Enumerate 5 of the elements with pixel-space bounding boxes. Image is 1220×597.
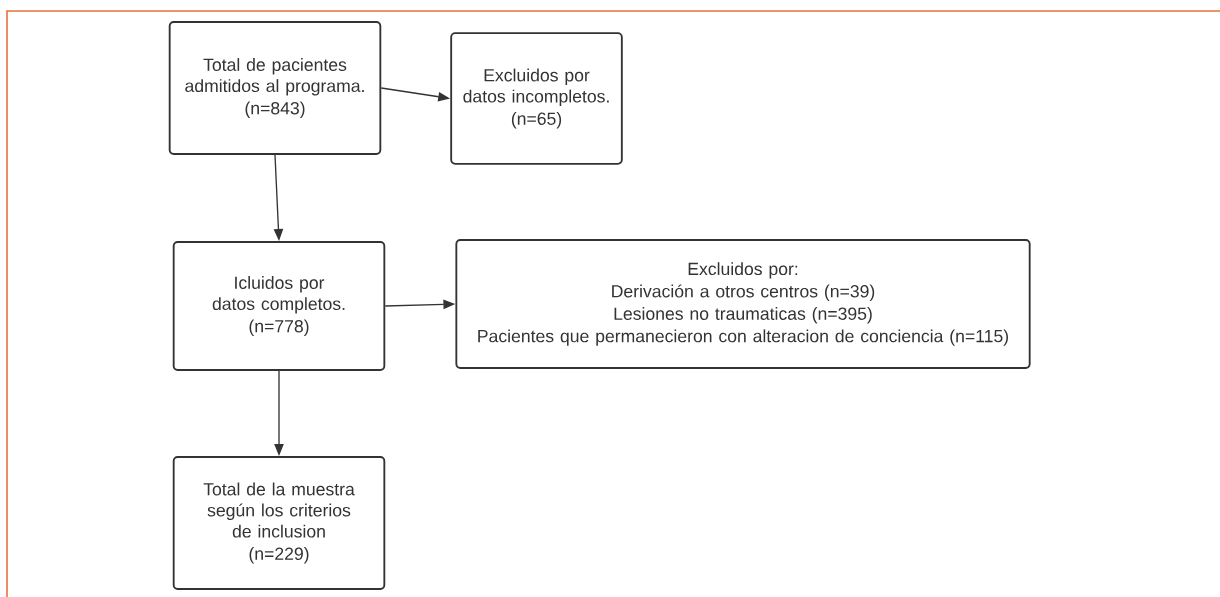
process-box: Excluidos por: Derivación a otros centros (n=39) Lesiones no traumaticas (n=395) Pacientes que permanecieron con alteracion de conciencia (n=115) [455, 239, 1031, 369]
process-box: Icluidos por datos completos. (n=778) [172, 241, 386, 371]
process-box: Total de la muestra según los criterios de inclusion (n=229) [172, 456, 386, 590]
process-box: Excluidos por datos incompletos. (n=65) [450, 32, 623, 165]
process-box: Total de pacientes admitidos al programa. (n=843) [168, 21, 382, 155]
